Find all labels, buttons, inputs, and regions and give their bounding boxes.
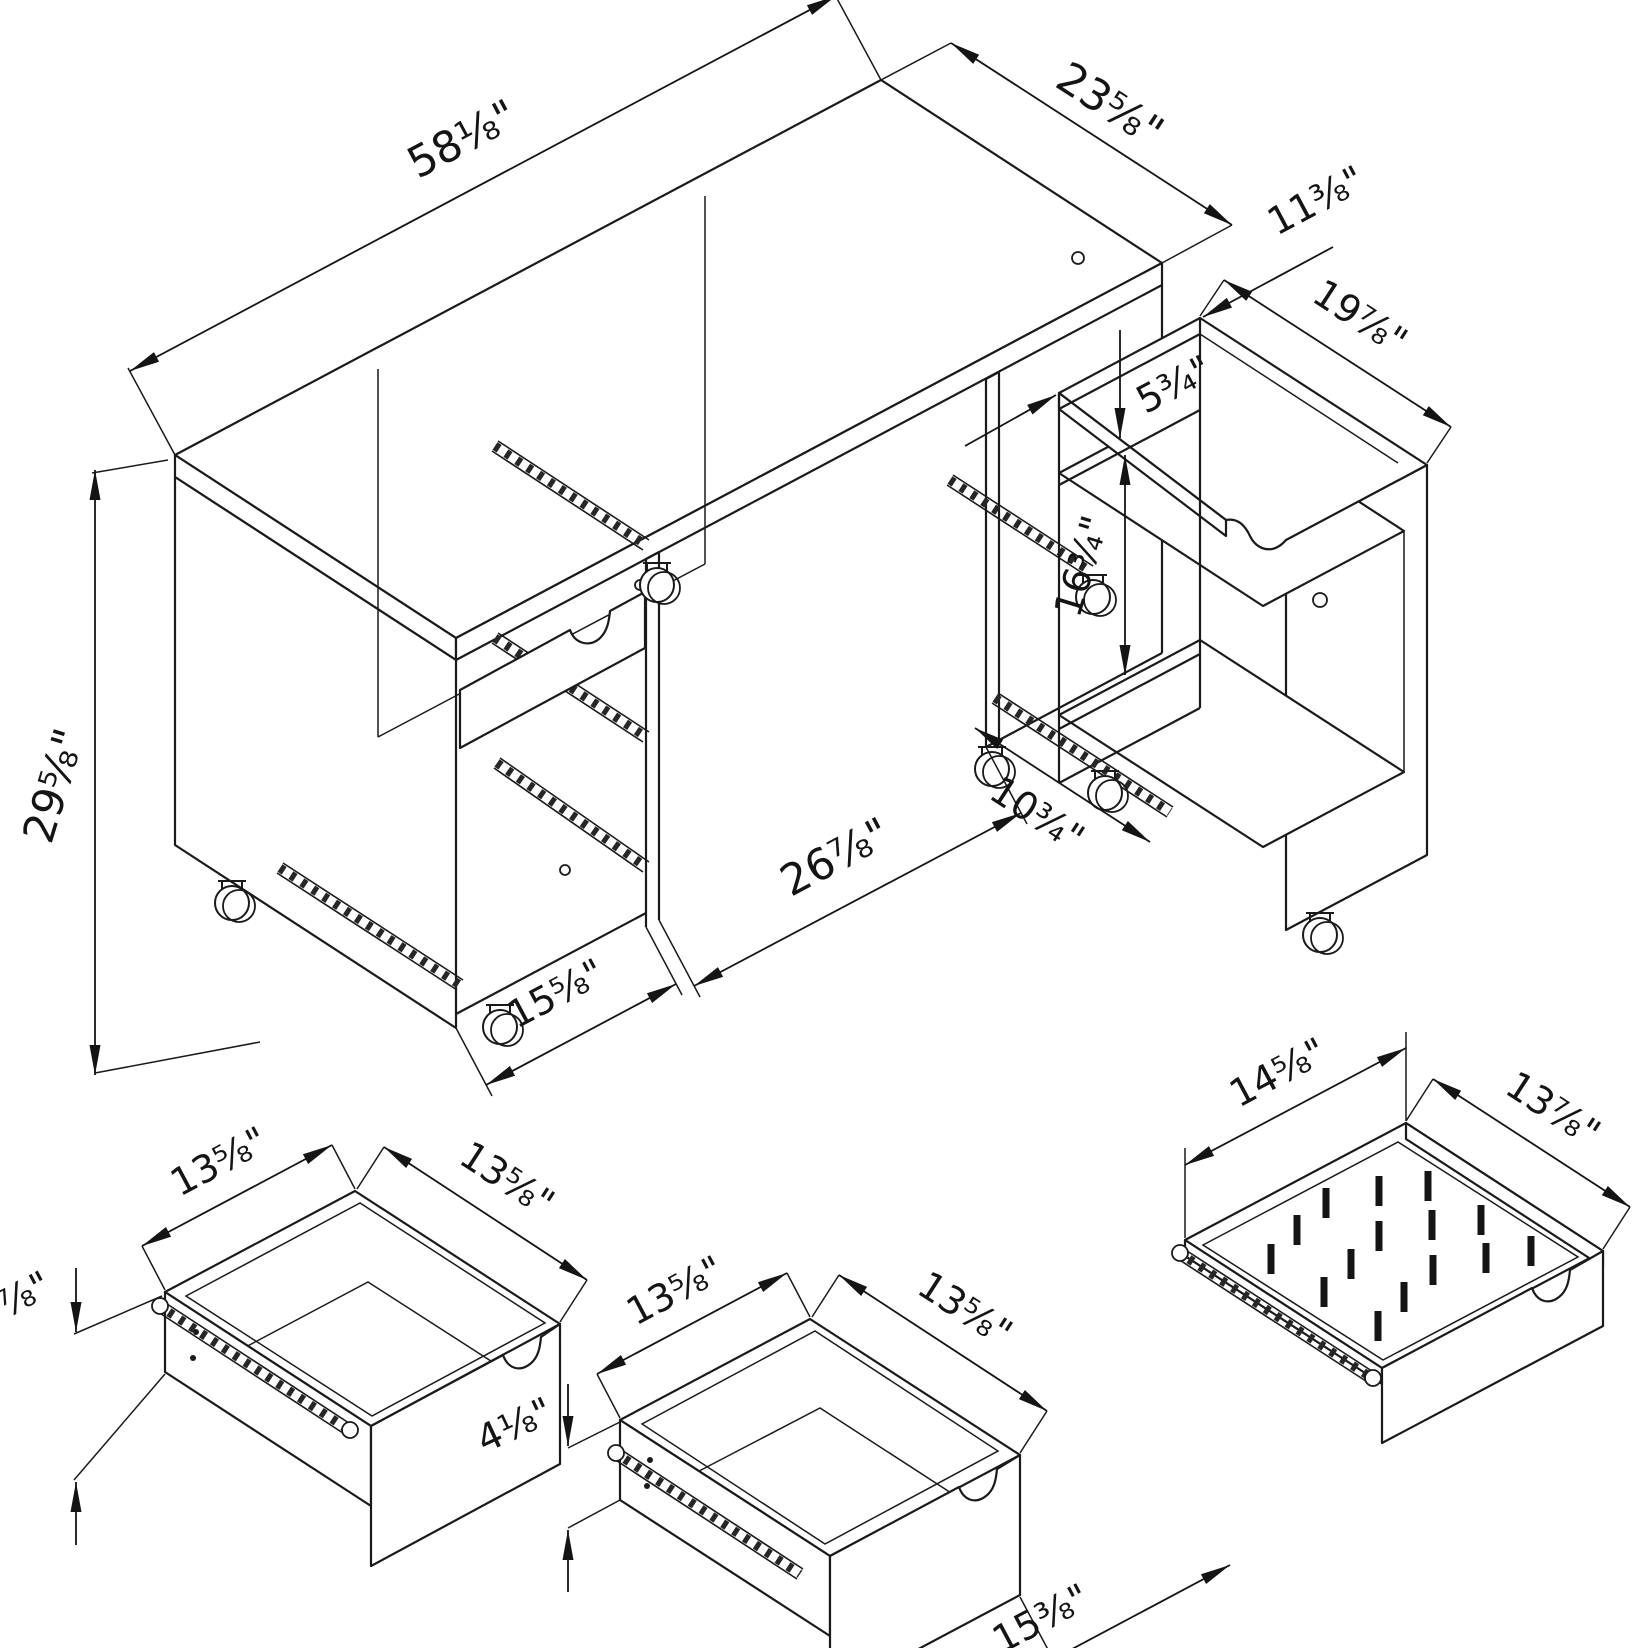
underdesk-slide-rail [946, 474, 1094, 577]
screw-hole [647, 1457, 653, 1463]
dim-desk-length-label: 58⅛" [399, 90, 525, 189]
dim-opening-width-label: 26⅞" [772, 808, 898, 907]
detail-drawer-large [607, 1317, 1022, 1648]
dim-drawer-large-front-label: 13⅝" [910, 1263, 1020, 1356]
tray-vent-slots [1267, 1171, 1535, 1341]
dim-drawer-small-height-label: ⅞" [0, 1262, 58, 1326]
drawer-front-face [369, 1322, 562, 1568]
cabinet-divider-panel [644, 551, 661, 927]
drawer-slide-rail [607, 1444, 804, 1580]
caster [639, 562, 681, 605]
dim-cart-width-label: 19⅞" [1305, 271, 1415, 364]
cabinet-slide-rail-top [491, 440, 650, 551]
screw-hole [644, 1483, 650, 1489]
cam-hole [559, 864, 571, 876]
cam-hole [1312, 592, 1328, 608]
dim-drawer-small-side-label: 13⅝" [163, 1118, 274, 1205]
dim-drawer-small-front-label: 13⅝" [452, 1133, 562, 1226]
cam-hole [1071, 251, 1085, 265]
screw-hole [193, 1329, 199, 1335]
dim-drawer-large-side-label: 13⅝" [619, 1247, 730, 1334]
dim-tray-depth-label: 14⅝" [1222, 1029, 1333, 1116]
caster [1302, 912, 1344, 955]
desk-drawing [173, 78, 1164, 1047]
cabinet-drawer-front-panel [458, 590, 647, 750]
dimension-drawer-small-height: ⅞" [0, 1262, 166, 1545]
cart-compartment-edges [1057, 318, 1202, 784]
right-divider-panel [984, 371, 1001, 747]
dim-cabinet-width-label: 15⅝" [500, 950, 611, 1037]
dim-desk-depth-label: 23⅝" [1047, 53, 1172, 158]
detail-sliding-tray [1171, 1121, 1605, 1445]
cabinet-slide-rail-bottom [276, 862, 464, 991]
dim-tray-width-label: 13⅞" [1498, 1063, 1608, 1156]
dimension-opening-width: 26⅞" [658, 746, 1028, 998]
detail-drawer-small [151, 1189, 562, 1568]
mobile-cart-drawing [991, 316, 1429, 955]
dim-cart-top-depth-label: 11⅜" [1260, 157, 1371, 244]
dim-desk-height-label: 29⅝" [14, 723, 96, 849]
tray-front-face [1380, 1249, 1605, 1445]
tray-floor [1201, 1141, 1580, 1361]
dim-cart-rail-length-label: 10¾" [982, 768, 1092, 861]
tray-slide-rail [1171, 1244, 1382, 1387]
drawer-slide-rail [151, 1297, 359, 1439]
cabinet-slide-rail-lower [493, 757, 650, 873]
cart-top-surface [1057, 316, 1429, 551]
screw-hole [190, 1355, 196, 1361]
